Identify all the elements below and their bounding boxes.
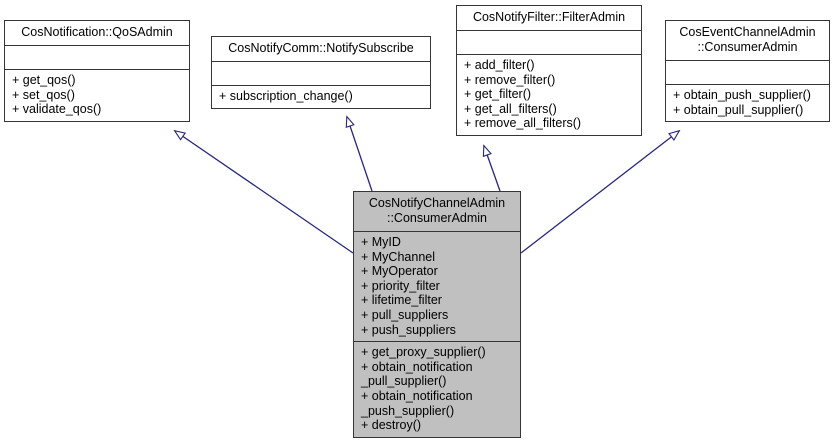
operation-item: + get_filter() [464, 87, 532, 102]
class-node-filter-admin[interactable]: CosNotifyFilter::FilterAdmin + add_filte… [456, 5, 642, 136]
title-separator [666, 60, 829, 61]
edge-to-notify-subscribe [347, 117, 373, 192]
operation-item: + get_proxy_supplier() [361, 345, 486, 360]
class-title: CosNotifyComm::NotifySubscribe [228, 41, 414, 55]
attributes-separator [5, 69, 189, 70]
operations-compartment: + obtain_push_supplier() + obtain_pull_s… [666, 85, 829, 121]
class-node-notify-channel-consumer-admin[interactable]: CosNotifyChannelAdmin ::ConsumerAdmin + … [353, 191, 521, 438]
operation-item: + obtain_notification [361, 388, 473, 403]
title-separator [212, 61, 430, 62]
attributes-compartment [5, 46, 189, 69]
attribute-item: + MyChannel [361, 249, 435, 264]
class-title: CosNotification::QoSAdmin [21, 25, 173, 39]
operation-item: + obtain_push_supplier() [673, 88, 811, 102]
attributes-compartment [666, 61, 829, 84]
title-separator [457, 30, 641, 31]
operation-item: + remove_all_filters() [464, 116, 582, 131]
operation-item: + add_filter() [464, 58, 535, 72]
operation-item: + obtain_pull_supplier() [673, 102, 804, 117]
operation-item: + obtain_notification [361, 359, 473, 374]
attribute-item: + priority_filter [361, 278, 440, 293]
class-title: CosEventChannelAdmin ::ConsumerAdmin [679, 25, 816, 54]
operations-compartment: + add_filter() + remove_filter() + get_f… [457, 55, 641, 135]
attributes-compartment [457, 31, 641, 54]
operation-item-cont: _pull_supplier() [361, 374, 447, 389]
edge-to-event-channel-consumer-admin [520, 131, 679, 254]
class-node-qos-admin[interactable]: CosNotification::QoSAdmin + get_qos() + … [4, 20, 190, 122]
title-separator [354, 231, 520, 232]
edge-to-filter-admin [484, 146, 501, 192]
operation-item: + set_qos() [12, 87, 75, 102]
attributes-separator [457, 54, 641, 55]
class-node-event-channel-consumer-admin[interactable]: CosEventChannelAdmin ::ConsumerAdmin + o… [665, 20, 830, 123]
operation-item: + get_qos() [12, 73, 76, 87]
title-separator [5, 45, 189, 46]
attributes-compartment [212, 62, 430, 85]
operation-item-cont: _push_supplier() [361, 403, 455, 418]
class-node-notify-subscribe[interactable]: CosNotifyComm::NotifySubscribe + subscri… [211, 36, 431, 109]
attribute-item: + push_suppliers [361, 322, 456, 337]
operation-item: + destroy() [361, 418, 422, 433]
operation-item: + subscription_change() [219, 89, 353, 103]
attribute-item: + MyID [361, 235, 401, 249]
operation-item: + validate_qos() [12, 102, 102, 117]
attribute-item: + MyOperator [361, 264, 438, 279]
class-title: CosNotifyChannelAdmin ::ConsumerAdmin [368, 196, 506, 225]
class-title: CosNotifyFilter::FilterAdmin [472, 10, 626, 24]
attribute-item: + pull_suppliers [361, 307, 449, 322]
operation-item: + get_all_filters() [464, 101, 557, 116]
operations-compartment: + get_proxy_supplier() + obtain_notifica… [354, 342, 520, 437]
operations-compartment: + get_qos() + set_qos() + validate_qos() [5, 70, 189, 121]
attributes-separator [354, 341, 520, 343]
operation-item: + remove_filter() [464, 72, 556, 87]
attributes-compartment: + MyID + MyChannel + MyOperator + priori… [354, 232, 520, 341]
attributes-separator [212, 85, 430, 86]
operations-compartment: + subscription_change() [212, 86, 430, 108]
attribute-item: + lifetime_filter [361, 293, 442, 308]
edge-to-qos-admin [175, 131, 354, 254]
attributes-separator [666, 84, 829, 85]
